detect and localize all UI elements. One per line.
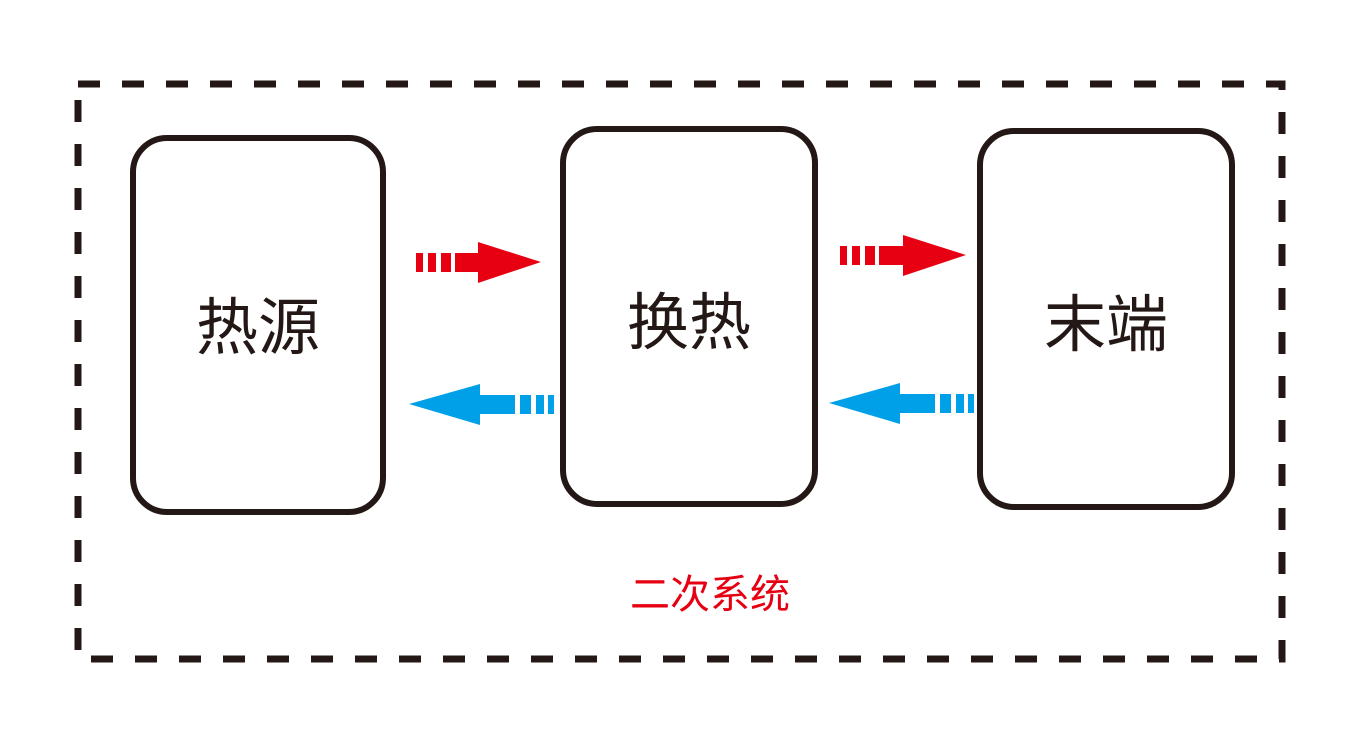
supply-arrow-exchange-to-terminal <box>840 235 966 276</box>
return-arrow-exchange-to-source <box>409 384 554 425</box>
return-arrow-shaft <box>898 394 935 413</box>
return-arrow-dash <box>956 394 964 413</box>
supply-arrow-head <box>903 235 966 276</box>
return-arrow-terminal-to-exchange <box>829 383 974 424</box>
return-arrow-head <box>829 383 900 424</box>
supply-arrow-dash <box>852 246 860 265</box>
system-boundary <box>74 80 1286 663</box>
supply-arrow-head <box>478 242 541 283</box>
return-arrow-shaft <box>478 395 515 414</box>
terminal-box <box>977 128 1235 510</box>
return-arrow-dash <box>548 395 554 414</box>
supply-arrow-dash <box>416 253 423 272</box>
return-arrow-dash <box>968 394 974 413</box>
supply-arrow-dash <box>865 246 875 265</box>
terminal-label: 末端 <box>1043 288 1168 361</box>
supply-arrow-dash <box>441 253 451 272</box>
heat-source-label: 热源 <box>195 291 320 364</box>
supply-arrow-shaft <box>879 246 905 265</box>
supply-arrow-source-to-exchange <box>416 242 541 283</box>
heat-exchange-label: 换热 <box>626 286 751 359</box>
return-arrow-dash <box>520 395 531 414</box>
supply-arrow-dash <box>428 253 436 272</box>
return-arrow-dash <box>940 394 951 413</box>
heat-source-box <box>130 135 386 515</box>
supply-arrow-dash <box>840 246 847 265</box>
return-arrow-head <box>409 384 480 425</box>
supply-arrow-shaft <box>455 253 480 272</box>
system-label: 二次系统 <box>630 572 790 618</box>
return-arrow-dash <box>536 395 544 414</box>
heat-exchange-box <box>560 126 818 507</box>
